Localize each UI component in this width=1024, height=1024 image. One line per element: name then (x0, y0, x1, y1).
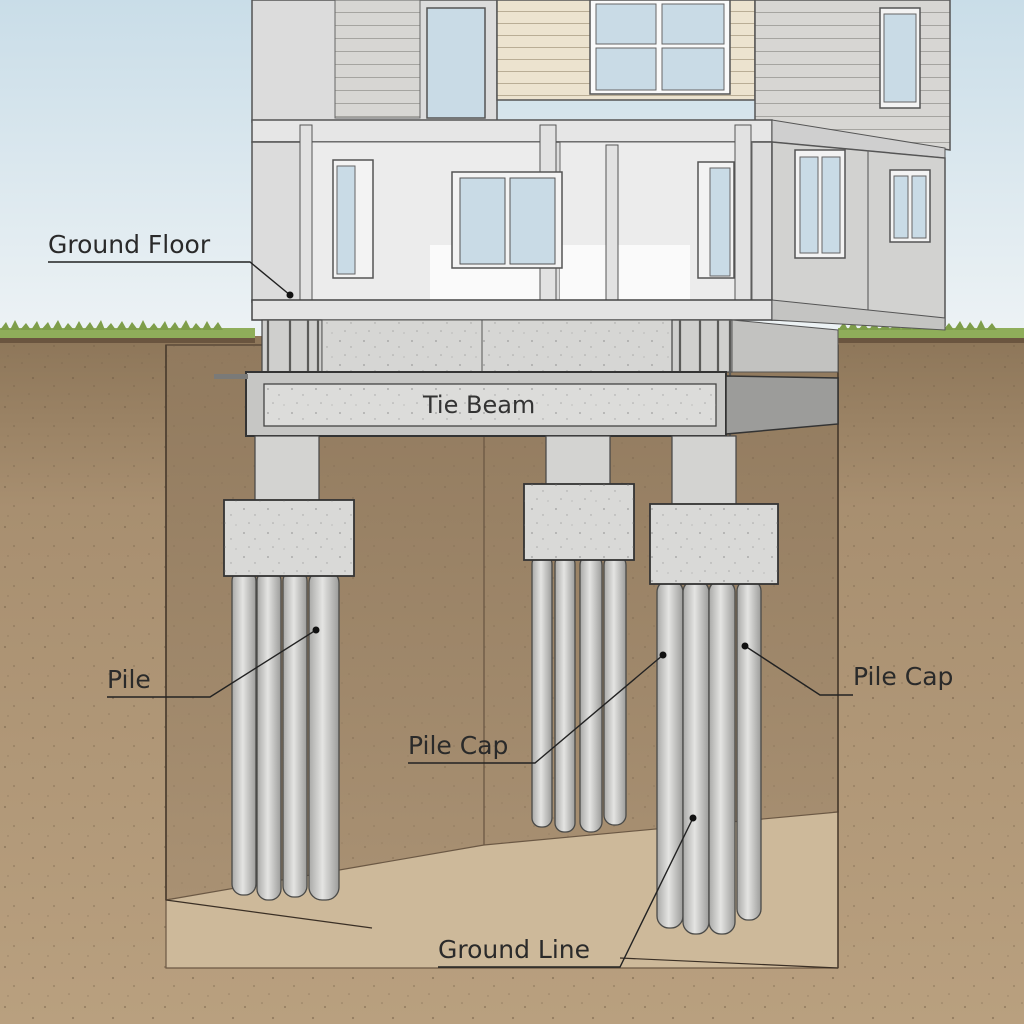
label-tie-beam: Tie Beam (423, 391, 536, 419)
label-ground-floor: Ground Floor (48, 230, 211, 259)
pile-group-left (231, 569, 340, 901)
tie-beam (214, 371, 839, 437)
label-pile-cap-right: Pile Cap (853, 662, 954, 691)
pile-cap-middle-block (523, 483, 635, 561)
pile-group-middle (531, 554, 627, 833)
leader-dots (286, 291, 749, 822)
pile-cap-left-block (223, 499, 355, 577)
label-pile: Pile (107, 665, 151, 694)
pile-group-right (656, 579, 762, 935)
grass-left (0, 320, 255, 343)
label-pile-cap-left: Pile Cap (408, 731, 509, 760)
label-ground-line: Ground Line (438, 935, 591, 964)
ground-line-edge (165, 899, 373, 929)
leader-lines (48, 261, 853, 968)
ground-line-edge-right (619, 957, 839, 969)
column-necks (254, 435, 737, 507)
pile-cap-right-block (649, 503, 779, 585)
house (251, 0, 951, 331)
